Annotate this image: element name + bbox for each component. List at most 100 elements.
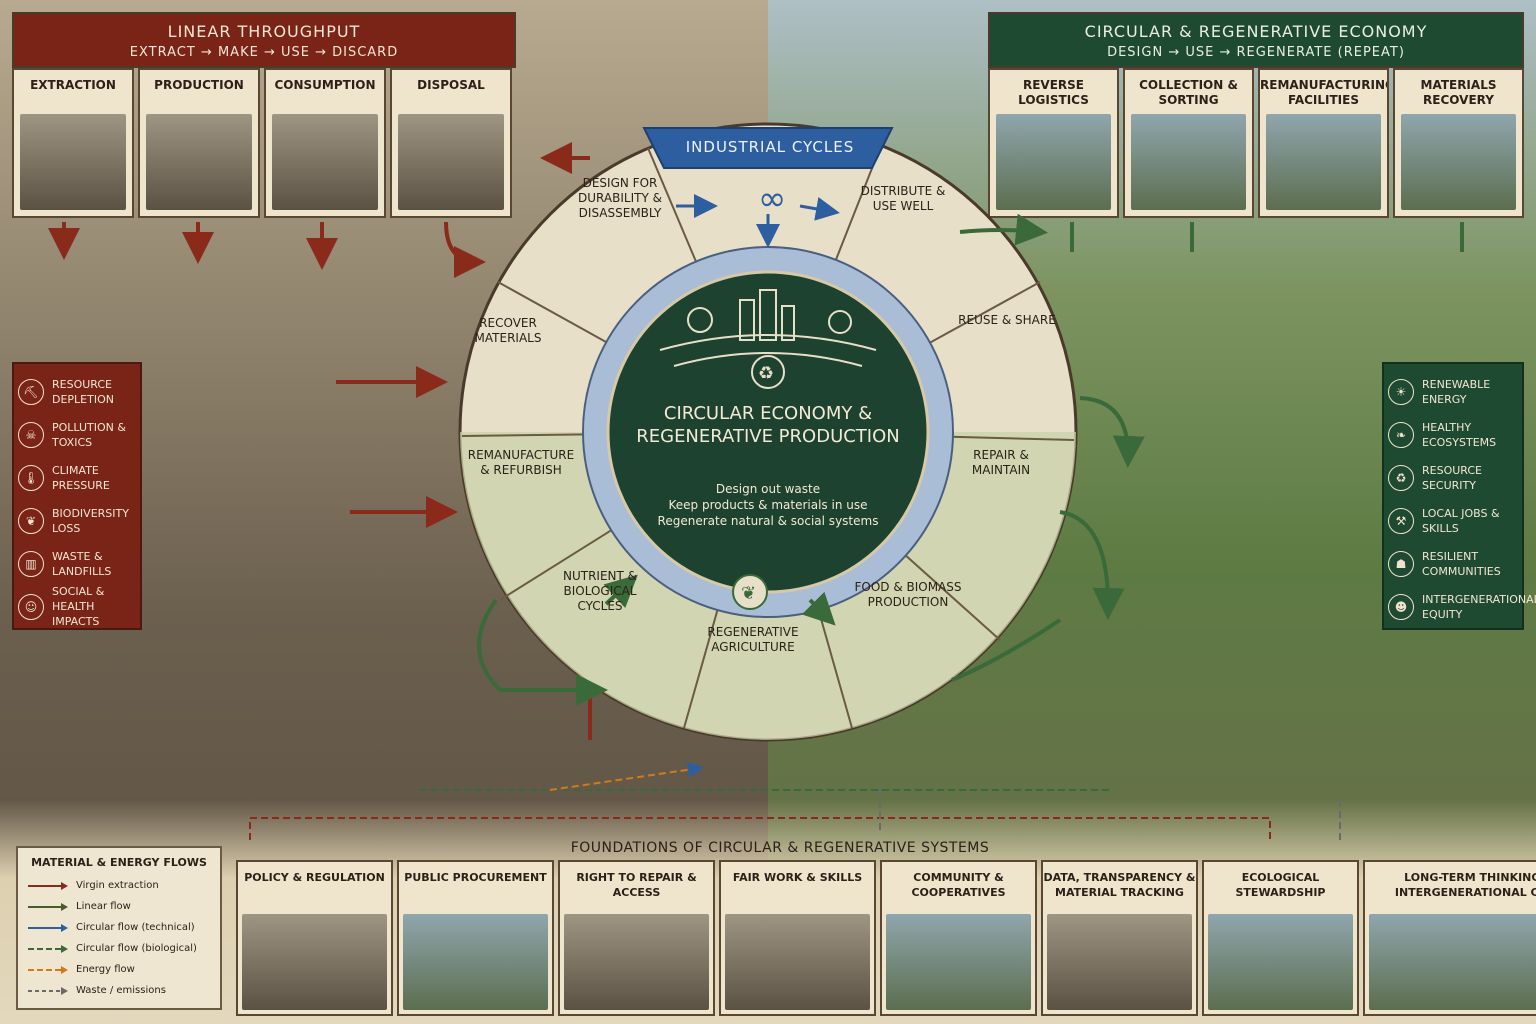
foundation-card: RIGHT TO REPAIR & ACCESS	[558, 860, 715, 1016]
community-icon: ☗	[1388, 550, 1414, 577]
circular-subtitle: DESIGN → USE → REGENERATE (REPEAT)	[1107, 45, 1405, 60]
stewardship-scene	[1208, 914, 1353, 1010]
principle-line: Keep products & materials in use	[668, 498, 868, 512]
shopping-scene	[272, 114, 378, 210]
foundation-card: FAIR WORK & SKILLS	[719, 860, 876, 1016]
biological-flows	[476, 213, 1464, 706]
impact-item: ☺ SOCIAL & HEALTH IMPACTS	[18, 585, 136, 628]
benefit-label: HEALTHY ECOSYSTEMS	[1422, 420, 1497, 449]
mine-icon: ⛏	[18, 378, 44, 405]
stage-remanufacturing: REMANUFACTURING FACILITIES	[1258, 68, 1389, 218]
benefit-item: ☗RESILIENT COMMUNITIES	[1388, 542, 1518, 585]
legend-swatch	[28, 923, 68, 932]
recycle-icon	[751, 355, 785, 389]
linear-subtitle: EXTRACT → MAKE → USE → DISCARD	[129, 45, 399, 60]
benefit-label: LOCAL JOBS & SKILLS	[1422, 506, 1500, 535]
stage-disposal: DISPOSAL	[390, 68, 512, 218]
stage-production: PRODUCTION	[138, 68, 260, 218]
data-screen-scene	[1047, 914, 1192, 1010]
circular-title: CIRCULAR & REGENERATIVE ECONOMY	[1084, 22, 1428, 41]
workshop-scene	[1266, 114, 1381, 210]
stage-reverse-logistics: REVERSE LOGISTICS	[988, 68, 1119, 218]
industrial-cycles-banner	[642, 127, 894, 169]
segment-recover: RECOVER MATERIALS	[474, 316, 542, 345]
legend-item: Waste / emissions	[28, 980, 210, 1001]
foundations-row: POLICY & REGULATION PUBLIC PROCUREMENT R…	[236, 860, 1536, 1016]
legend-label: Linear flow	[76, 901, 131, 912]
sun-icon: ☀	[1388, 378, 1414, 405]
city-landscape-icon	[659, 289, 877, 367]
foundation-label: POLICY & REGULATION	[244, 871, 385, 884]
foundation-label: RIGHT TO REPAIR & ACCESS	[576, 871, 697, 899]
stage-consumption: CONSUMPTION	[264, 68, 386, 218]
foundation-label: DATA, TRANSPARENCY & MATERIAL TRACKING	[1043, 871, 1196, 899]
foundation-label: PUBLIC PROCUREMENT	[404, 871, 547, 884]
segment-food: FOOD & BIOMASS PRODUCTION	[854, 580, 962, 609]
circular-economy-header: CIRCULAR & REGENERATIVE ECONOMY DESIGN →…	[988, 12, 1524, 68]
people-icon: ☺	[18, 593, 44, 620]
segment-reuse: REUSE & SHARE	[958, 313, 1056, 327]
stage-label: DISPOSAL	[417, 78, 485, 92]
tool-wall-scene	[564, 914, 709, 1010]
segment-reman: REMANUFACTURE & REFURBISH	[467, 448, 575, 477]
principle-line: Design out waste	[715, 482, 821, 496]
foundation-card: COMMUNITY & COOPERATIVES	[880, 860, 1037, 1016]
legend-label: Energy flow	[76, 964, 135, 975]
stage-extraction: EXTRACTION	[12, 68, 134, 218]
community-scene	[886, 914, 1031, 1010]
stage-collection-sorting: COLLECTION & SORTING	[1123, 68, 1254, 218]
impact-item: ☠POLLUTION & TOXICS	[18, 413, 136, 456]
industrial-cycles-label: INDUSTRIAL CYCLES	[685, 138, 855, 156]
trash-icon: ▥	[18, 550, 44, 577]
impact-label: SOCIAL & HEALTH IMPACTS	[52, 585, 105, 628]
benefit-label: INTERGENERATIONAL EQUITY	[1422, 592, 1536, 621]
stage-label: REVERSE LOGISTICS	[1018, 78, 1089, 107]
benefit-item: ☻INTERGENERATIONAL EQUITY	[1388, 585, 1536, 628]
segment-regen-ag: REGENERATIVE AGRICULTURE	[707, 625, 799, 654]
infinity-icon: ∞	[758, 179, 786, 219]
foundation-flows	[249, 761, 1341, 840]
cycle-arrow	[799, 197, 840, 221]
legend-label: Virgin extraction	[76, 880, 159, 891]
legend-title: MATERIAL & ENERGY FLOWS	[31, 856, 207, 869]
legend-item: Virgin extraction	[28, 875, 210, 896]
benefit-item: ♻ RESOURCE SECURITY	[1388, 456, 1518, 499]
landfill-scene	[398, 114, 504, 210]
stage-label: REMANUFACTURING FACILITIES	[1260, 78, 1389, 107]
legend-label: Circular flow (biological)	[76, 943, 197, 954]
thermometer-icon: 🌡	[18, 464, 44, 491]
impact-item: 🌡CLIMATE PRESSURE	[18, 456, 136, 499]
tools-icon: ⚒	[1388, 507, 1414, 534]
foundation-card: ECOLOGICAL STEWARDSHIP	[1202, 860, 1359, 1016]
linear-throughput-header: LINEAR THROUGHPUT EXTRACT → MAKE → USE →…	[12, 12, 516, 68]
center-title: CIRCULAR ECONOMY & REGENERATIVE PRODUCTI…	[636, 403, 900, 447]
linear-impacts-panel: ⛏RESOURCE DEPLETION ☠POLLUTION & TOXICS …	[12, 362, 142, 630]
leaf-icon: ❦	[18, 507, 44, 534]
benefit-label: RESOURCE SECURITY	[1422, 463, 1483, 492]
recycle-icon: ♻	[1388, 464, 1414, 491]
foundation-card: LONG-TERM THINKING & INTERGENERATIONAL C…	[1363, 860, 1536, 1016]
foundation-card: DATA, TRANSPARENCY & MATERIAL TRACKING	[1041, 860, 1198, 1016]
impact-item: ⛏ RESOURCE DEPLETION	[18, 370, 136, 413]
impact-item: ❦BIODIVERSITY LOSS	[18, 499, 136, 542]
legend-item: Circular flow (technical)	[28, 917, 210, 938]
truck-scene	[996, 114, 1111, 210]
foundation-label: LONG-TERM THINKING & INTERGENERATIONAL C…	[1394, 871, 1536, 899]
foundation-label: COMMUNITY & COOPERATIVES	[911, 871, 1006, 899]
linear-stages: EXTRACTION PRODUCTION CONSUMPTION DISPOS…	[12, 68, 512, 218]
segment-nutrient: NUTRIENT & BIOLOGICAL CYCLES	[562, 569, 638, 613]
sprout-icon: ❧	[1388, 421, 1414, 448]
impact-label: RESOURCE DEPLETION	[52, 377, 114, 406]
legend-item: Circular flow (biological)	[28, 938, 210, 959]
stage-materials-recovery: MATERIALS RECOVERY	[1393, 68, 1524, 218]
legend-swatch	[28, 902, 68, 911]
foundation-card: PUBLIC PROCUREMENT	[397, 860, 554, 1016]
stage-label: MATERIALS RECOVERY	[1420, 78, 1497, 107]
segment-distribute: DISTRIBUTE & USE WELL	[860, 184, 946, 213]
segment-repair: REPAIR & MAINTAIN	[971, 448, 1031, 477]
legend-item: Linear flow	[28, 896, 210, 917]
benefit-item: ❧ HEALTHY ECOSYSTEMS	[1388, 413, 1518, 456]
leaf-badge-icon	[732, 574, 768, 610]
benefit-item: ☀RENEWABLE ENERGY	[1388, 370, 1518, 413]
recovery-scene	[1401, 114, 1516, 210]
